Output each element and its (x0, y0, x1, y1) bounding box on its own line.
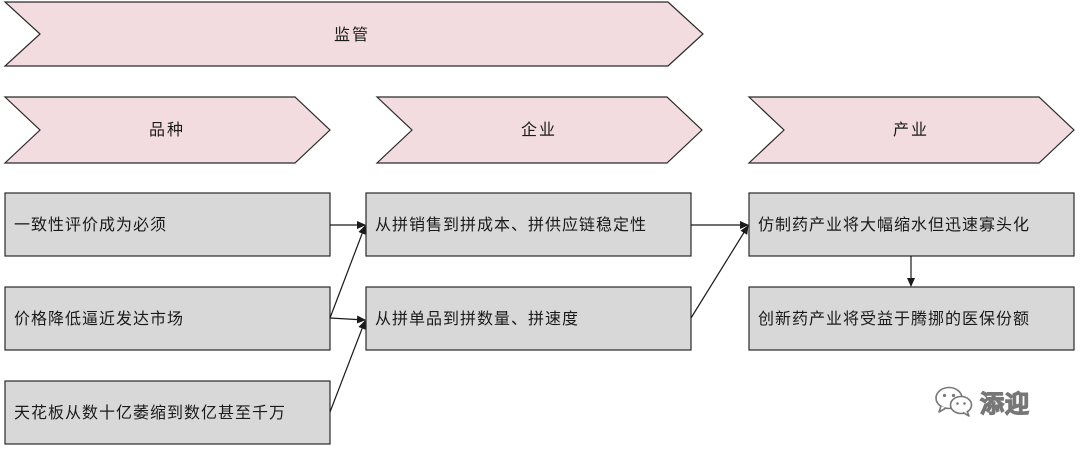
category-industry: 产业 (747, 96, 1075, 164)
category-label: 品种 (149, 120, 185, 139)
box-rect (365, 286, 692, 351)
box-text: 天花板从数十亿萎缩到数亿甚至千万 (14, 403, 286, 422)
arrow-price-to-product (329, 315, 366, 324)
category-chevron-shape (375, 96, 703, 164)
box-rect (4, 286, 331, 351)
box-text: 价格降低逼近发达市场 (14, 309, 184, 328)
box-text: 从拼单品到拼数量、拼速度 (375, 309, 579, 328)
box-text: 从拼销售到拼成本、拼供应链稳定性 (375, 215, 647, 234)
wechat-icon (935, 386, 973, 417)
box-rect (748, 286, 1075, 351)
box-innovative-benefit: 创新药产业将受益于腾挪的医保份额 (748, 286, 1075, 351)
box-rect (4, 192, 331, 257)
box-rect (365, 192, 692, 257)
watermark: 添迎 (934, 383, 1030, 419)
box-generic-shrink: 仿制药产业将大幅缩水但迅速寡头化 (748, 192, 1075, 257)
watermark-text: 添迎 (979, 389, 1030, 418)
box-text: 一致性评价成为必须 (14, 215, 167, 234)
connectors (329, 221, 915, 413)
category-chevron-shape (3, 96, 331, 164)
box-text: 创新药产业将受益于腾挪的医保份额 (758, 309, 1030, 328)
box-price: 价格降低逼近发达市场 (4, 286, 331, 351)
box-sales-to-cost: 从拼销售到拼成本、拼供应链稳定性 (365, 192, 692, 257)
box-ceiling: 天花板从数十亿萎缩到数亿甚至千万 (4, 380, 331, 445)
box-text: 仿制药产业将大幅缩水但迅速寡头化 (758, 215, 1030, 234)
category-chevron-shape (747, 96, 1075, 164)
arrow-ceiling-to-product (329, 320, 366, 413)
banner-label: 监管 (334, 25, 370, 44)
box-product-to-quantity: 从拼单品到拼数量、拼速度 (365, 286, 692, 351)
category-enterprise: 企业 (375, 96, 703, 164)
box-consistency: 一致性评价成为必须 (4, 192, 331, 257)
category-variety: 品种 (3, 96, 331, 164)
category-label: 产业 (893, 120, 929, 139)
arrow-price-to-sales (329, 225, 366, 319)
arrow-product-to-generic (690, 225, 749, 319)
banner-chevron-shape (3, 1, 704, 67)
category-label: 企业 (521, 120, 557, 139)
box-rect (4, 380, 331, 445)
banner-regulation: 监管 (3, 1, 704, 67)
